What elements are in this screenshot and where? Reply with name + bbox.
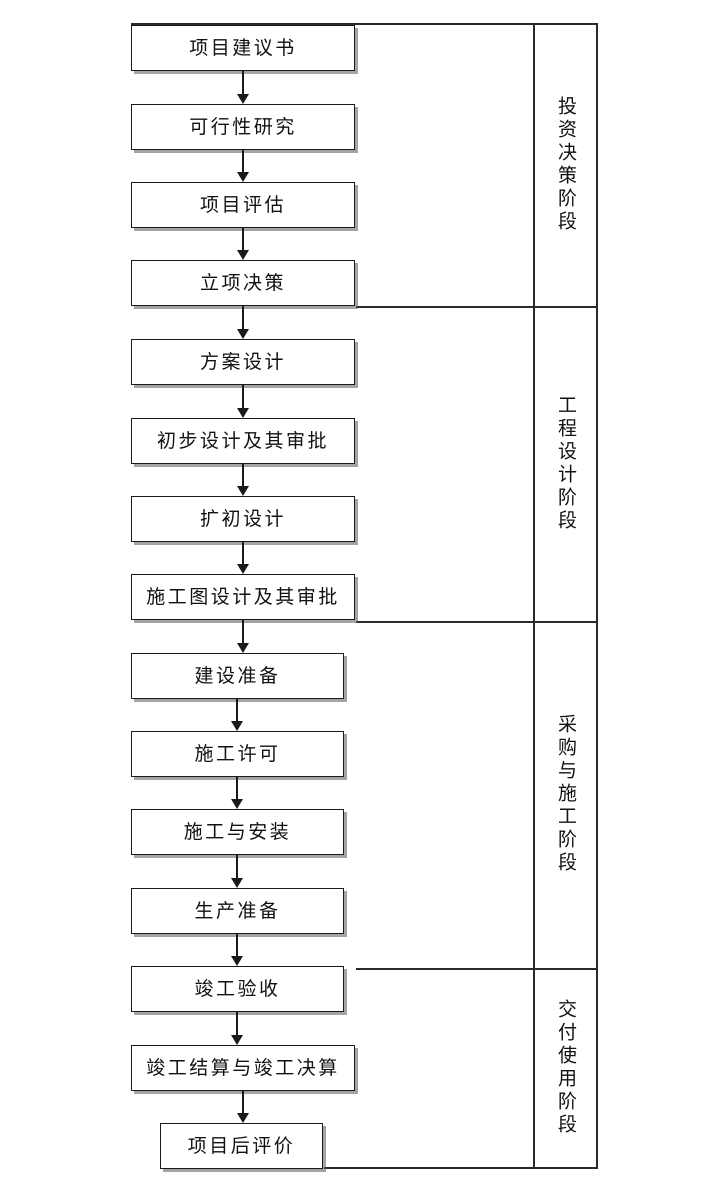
connector-arrow-10	[230, 777, 244, 809]
process-node-construction-preparation[interactable]: 建设准备	[131, 653, 344, 699]
process-node-extended-preliminary-design[interactable]: 扩初设计	[131, 496, 355, 542]
connector-arrow-5	[236, 385, 250, 418]
node-label: 竣工结算与竣工决算	[146, 1057, 340, 1079]
connector-arrow-2	[236, 150, 250, 182]
node-label: 项目建议书	[189, 37, 297, 59]
phase-divider-2	[356, 621, 598, 623]
phase-label-engineering-design: 工程设计阶段	[534, 306, 596, 621]
connector-arrow-13	[230, 1012, 244, 1045]
phase-label-text: 投资决策阶段	[554, 95, 576, 234]
process-node-project-initiation-decision[interactable]: 立项决策	[131, 260, 355, 306]
node-label: 项目评估	[199, 194, 286, 216]
phase-label-handover-use: 交付使用阶段	[534, 968, 596, 1167]
node-label: 方案设计	[199, 351, 286, 373]
connector-arrow-3	[236, 228, 250, 260]
frame-right-edge	[596, 23, 598, 1169]
connector-arrow-12	[230, 934, 244, 966]
node-label: 扩初设计	[199, 508, 286, 530]
frame-top-rule	[131, 23, 598, 25]
node-label: 施工图设计及其审批	[146, 586, 340, 608]
process-node-production-preparation[interactable]: 生产准备	[131, 888, 344, 934]
process-node-completion-settlement-final-accounts[interactable]: 竣工结算与竣工决算	[131, 1045, 355, 1091]
node-label: 施工与安装	[183, 821, 292, 843]
process-node-project-appraisal[interactable]: 项目评估	[131, 182, 355, 228]
phase-label-text: 交付使用阶段	[554, 998, 576, 1137]
connector-arrow-6	[236, 464, 250, 496]
process-node-scheme-design[interactable]: 方案设计	[131, 339, 355, 385]
node-label: 可行性研究	[189, 116, 297, 138]
node-label: 立项决策	[199, 272, 286, 294]
connector-arrow-1	[236, 71, 250, 104]
node-label: 项目后评价	[187, 1135, 296, 1157]
phase-label-text: 采购与施工阶段	[554, 714, 576, 875]
node-label: 建设准备	[194, 665, 281, 687]
phase-divider-1	[356, 306, 598, 308]
phase-column-divider	[533, 23, 535, 1169]
process-node-feasibility-study[interactable]: 可行性研究	[131, 104, 355, 150]
node-label: 生产准备	[194, 900, 281, 922]
node-label: 初步设计及其审批	[156, 430, 329, 452]
phase-label-investment-decision: 投资决策阶段	[534, 23, 596, 306]
process-node-project-proposal[interactable]: 项目建议书	[131, 25, 355, 71]
connector-arrow-4	[236, 306, 250, 339]
phase-label-procurement-construction: 采购与施工阶段	[534, 621, 596, 968]
connector-arrow-9	[230, 699, 244, 731]
process-node-construction-drawing-design-approval[interactable]: 施工图设计及其审批	[131, 574, 355, 620]
phase-divider-3	[356, 968, 598, 970]
phase-label-text: 工程设计阶段	[554, 394, 576, 533]
connector-arrow-14	[236, 1091, 250, 1123]
node-label: 竣工验收	[194, 978, 281, 1000]
frame-bottom-rule	[324, 1167, 598, 1169]
connector-arrow-7	[236, 542, 250, 574]
process-node-construction-permit[interactable]: 施工许可	[131, 731, 344, 777]
connector-arrow-11	[230, 855, 244, 888]
process-node-post-project-evaluation[interactable]: 项目后评价	[160, 1123, 323, 1169]
process-node-completion-acceptance[interactable]: 竣工验收	[131, 966, 344, 1012]
process-node-construction-installation[interactable]: 施工与安装	[131, 809, 344, 855]
process-node-preliminary-design-approval[interactable]: 初步设计及其审批	[131, 418, 355, 464]
connector-arrow-8	[236, 620, 250, 653]
node-label: 施工许可	[194, 743, 281, 765]
